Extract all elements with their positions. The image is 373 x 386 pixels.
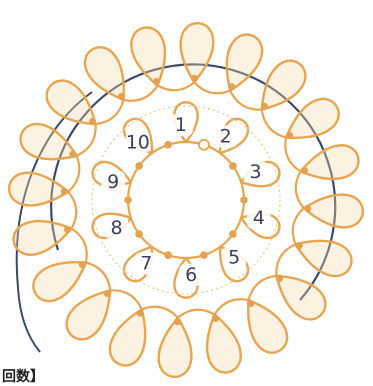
chain-segment	[249, 276, 277, 300]
outer-loop	[67, 290, 111, 339]
center-ring	[128, 142, 244, 258]
outer-loop	[286, 99, 339, 138]
picot-bead	[304, 205, 311, 212]
chain-segment	[230, 91, 262, 110]
outer-loop	[295, 241, 351, 276]
outer-ring-loops	[9, 23, 363, 377]
picot-bead	[228, 83, 235, 90]
step-number: 7	[140, 253, 152, 275]
outer-loop	[14, 221, 72, 255]
outer-loop	[304, 195, 363, 228]
start-point	[199, 140, 209, 150]
chain-segment	[285, 138, 300, 172]
picot-bead	[174, 318, 181, 325]
step-number: 5	[228, 247, 240, 269]
outer-loop	[248, 300, 287, 353]
picot-bead	[153, 78, 160, 85]
chain-segment	[276, 244, 295, 276]
outer-loop	[159, 318, 192, 377]
chain-segment	[215, 299, 249, 314]
step-number: 9	[107, 171, 119, 193]
chain-segment	[77, 124, 96, 156]
step-number: 3	[249, 161, 261, 183]
picot-bead	[212, 315, 219, 322]
chain-segment	[110, 290, 142, 309]
outer-loop	[262, 61, 306, 110]
outer-loop	[227, 35, 262, 91]
chain-segment	[194, 82, 230, 93]
step-number: 6	[185, 264, 197, 286]
picot-bead	[296, 242, 303, 249]
step-number: 1	[175, 114, 187, 136]
step-number: 10	[126, 132, 150, 154]
chain-segment	[142, 307, 178, 318]
picot-bead	[61, 188, 68, 195]
picot-bead	[104, 290, 111, 297]
outer-loop	[207, 315, 241, 373]
step-number: 4	[253, 207, 265, 229]
chain-segment	[262, 110, 286, 138]
picot-bead	[191, 75, 198, 82]
picot-bead	[261, 103, 268, 110]
outer-loop	[276, 276, 325, 320]
outer-loop	[9, 173, 68, 206]
chain-segment	[72, 229, 87, 263]
step-number: 2	[220, 125, 232, 147]
picot-bead	[276, 275, 283, 282]
outer-loop	[301, 145, 359, 179]
picot-bead	[64, 226, 71, 233]
outer-loop	[33, 262, 86, 301]
picot-bead	[89, 118, 96, 125]
picot-bead	[301, 167, 308, 174]
outer-loop	[181, 23, 214, 82]
outer-loop	[21, 124, 77, 159]
chain-segment	[86, 263, 110, 291]
chain-segment	[68, 156, 79, 192]
chain-segment	[158, 82, 195, 90]
outer-loop	[47, 81, 96, 125]
picot-bead	[137, 310, 144, 317]
chain-segment	[296, 172, 304, 209]
chain-segment	[68, 192, 76, 229]
chain-segment	[124, 86, 158, 101]
picot-bead	[69, 151, 76, 158]
chain-segment	[178, 310, 215, 318]
figure-caption: 回数】	[2, 366, 44, 386]
step-number: 8	[110, 217, 122, 239]
chain-segment	[293, 208, 304, 244]
outer-loop	[110, 309, 145, 365]
chain-segment	[96, 100, 124, 124]
